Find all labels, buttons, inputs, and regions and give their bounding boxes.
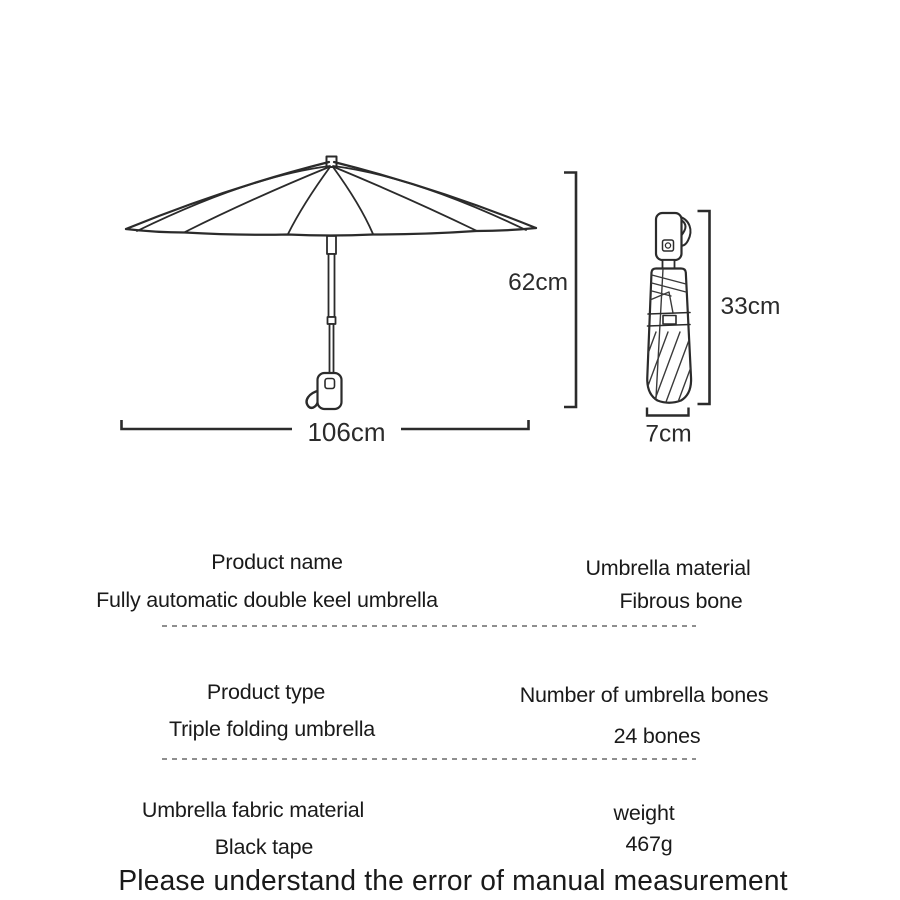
folded-height-label: 33cm bbox=[721, 293, 781, 320]
open-umbrella-shaft bbox=[326, 235, 337, 374]
product-type-label: Product type bbox=[206, 680, 326, 704]
measurement-disclaimer-text: Please understand the error of manual me… bbox=[118, 865, 788, 897]
open-umbrella-drawing bbox=[124, 155, 538, 411]
weight-label: weight bbox=[613, 801, 675, 825]
measurement-disclaimer: Please understand the error of manual me… bbox=[0, 865, 900, 898]
folded-umbrella-body bbox=[646, 267, 693, 404]
folded-umbrella-band bbox=[646, 311, 691, 327]
open-width-label: 106cm bbox=[307, 417, 385, 447]
umbrella-bones-value: 24 bones bbox=[613, 724, 701, 748]
folded-width-label: 7cm bbox=[645, 421, 691, 448]
open-width-dimension: 106cm bbox=[120, 417, 530, 447]
product-name-label: Product name bbox=[211, 550, 343, 574]
folded-umbrella-handle bbox=[654, 211, 683, 270]
weight-value: 467g bbox=[625, 832, 673, 856]
open-umbrella-canopy bbox=[124, 160, 538, 237]
folded-height-dimension: 33cm bbox=[697, 209, 781, 406]
divider-dashed-2 bbox=[162, 758, 696, 760]
divider-dashed-1 bbox=[162, 625, 696, 627]
fabric-material-label: Umbrella fabric material bbox=[141, 798, 365, 822]
folded-umbrella-drawing bbox=[646, 211, 693, 404]
open-height-dimension: 62cm bbox=[508, 171, 578, 409]
open-height-label: 62cm bbox=[508, 269, 568, 296]
dimension-diagram: 62cm 106cm bbox=[120, 155, 781, 448]
umbrella-material-label: Umbrella material bbox=[585, 556, 751, 580]
folded-width-dimension: 7cm bbox=[645, 407, 692, 448]
product-name-value: Fully automatic double keel umbrella bbox=[96, 588, 438, 612]
product-type-value: Triple folding umbrella bbox=[168, 717, 376, 741]
umbrella-bones-label: Number of umbrella bones bbox=[519, 683, 769, 707]
umbrella-material-value: Fibrous bone bbox=[619, 589, 743, 613]
open-umbrella-handle bbox=[305, 371, 343, 411]
fabric-material-value: Black tape bbox=[214, 835, 314, 859]
